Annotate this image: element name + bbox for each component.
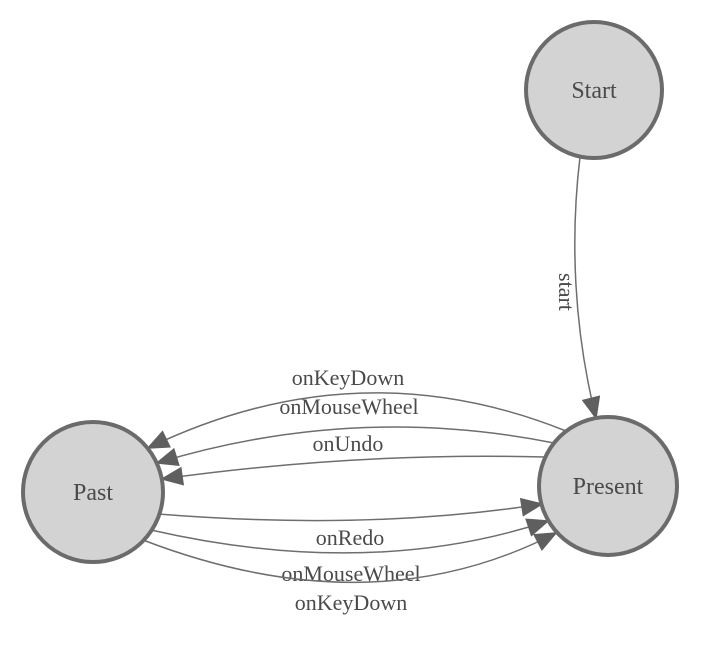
edge-label-onkeydown-top: onKeyDown bbox=[292, 365, 404, 390]
edge-present-to-past-onundo: onUndo bbox=[160, 431, 546, 486]
edge-line-onredo bbox=[157, 497, 544, 522]
node-present-label: Present bbox=[573, 474, 644, 500]
edge-start-to-present: start bbox=[554, 156, 601, 420]
edge-label-onredo: onRedo bbox=[316, 525, 384, 550]
edge-past-to-present-onkeydown: onKeyDown bbox=[142, 532, 558, 615]
edge-present-to-past-onkeydown: onKeyDown bbox=[146, 365, 567, 449]
edge-label-onmousewheel-top: onMouseWheel bbox=[279, 394, 418, 419]
edge-line-onkeydown-top bbox=[146, 392, 567, 449]
node-start-label: Start bbox=[571, 78, 617, 104]
edge-line-onmousewheel-bottom bbox=[150, 518, 550, 554]
node-past: Past bbox=[21, 420, 165, 564]
node-past-label: Past bbox=[73, 480, 113, 506]
edge-line-onundo bbox=[160, 455, 546, 486]
edge-line-start bbox=[574, 156, 601, 420]
node-present: Present bbox=[537, 415, 679, 557]
node-start-circle bbox=[524, 20, 664, 160]
node-present-circle bbox=[537, 415, 679, 557]
edge-label-onundo: onUndo bbox=[313, 431, 384, 456]
edge-line-onkeydown-bottom bbox=[142, 532, 558, 584]
edge-line-onmousewheel-top bbox=[155, 426, 555, 467]
edge-label-onkeydown-bottom: onKeyDown bbox=[295, 590, 407, 615]
edge-present-to-past-onmousewheel: onMouseWheel bbox=[155, 394, 555, 467]
edge-past-to-present-onmousewheel: onMouseWheel bbox=[150, 518, 550, 586]
node-start: Start bbox=[524, 20, 664, 160]
node-past-circle bbox=[21, 420, 165, 564]
edge-label-start: start bbox=[554, 273, 579, 311]
edge-past-to-present-onredo: onRedo bbox=[157, 497, 544, 550]
